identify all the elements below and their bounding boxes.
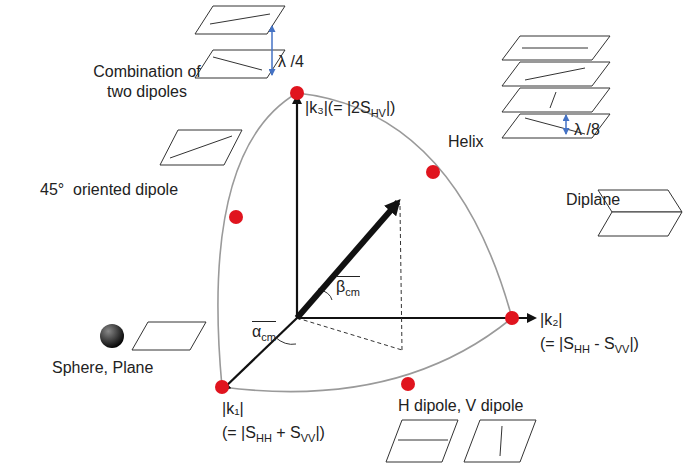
axis-label: - S (590, 335, 615, 352)
angle-label: α (252, 323, 261, 340)
subscript: HH (574, 343, 590, 355)
label-group: βcm (336, 277, 360, 302)
label-group: |k₃|(= |2SHV|) (305, 98, 395, 123)
axis-label: |) (315, 424, 324, 441)
axis-label: |k₁| (222, 400, 244, 417)
label-group: λ /4 (278, 52, 304, 71)
label-group: |k₂| (540, 310, 563, 329)
label-group: (= |SHH - SVV|) (540, 334, 639, 359)
label-group: 45° oriented dipole (40, 180, 178, 199)
subscript: VV (615, 343, 630, 355)
axis-label: + S (272, 424, 301, 441)
label-group: Diplane (566, 190, 620, 209)
label-group: αcm (252, 322, 276, 347)
subscript: VV (301, 432, 316, 444)
axis-label: (= |S (222, 424, 256, 441)
label-group: Helix (448, 132, 484, 151)
label-group: (= |SHH + SVV|) (222, 423, 325, 448)
overline: αcm (252, 321, 276, 340)
axis-label: |k₃|(= |2S (305, 99, 371, 116)
plot-label: Diplane (566, 191, 620, 208)
spacing-label: λ /8 (574, 121, 600, 138)
plot-label-box: Combination of two dipoles (88, 62, 206, 102)
subscript: cm (345, 286, 360, 298)
plot-label: 45° oriented dipole (40, 181, 178, 198)
plot-label: H dipole, V dipole (398, 397, 523, 414)
label-group: |k₁| (222, 399, 244, 418)
axis-label: |) (386, 99, 395, 116)
axis-label: |k₂| (540, 311, 563, 328)
subscript: HH (256, 432, 272, 444)
subscript: cm (261, 331, 276, 343)
label-group: Sphere, Plane (52, 358, 153, 377)
overline: βcm (336, 276, 360, 295)
subscript: HV (371, 107, 386, 119)
angle-label: β (336, 278, 345, 295)
axis-label: |) (629, 335, 638, 352)
label-group: H dipole, V dipole (398, 396, 523, 415)
axis-label: (= |S (540, 335, 574, 352)
spacing-label: λ /4 (278, 53, 304, 70)
plot-label: Helix (448, 133, 484, 150)
plot-label: Combination of two dipoles (93, 63, 201, 100)
label-group: λ /8 (574, 120, 600, 139)
plot-label: Sphere, Plane (52, 359, 153, 376)
